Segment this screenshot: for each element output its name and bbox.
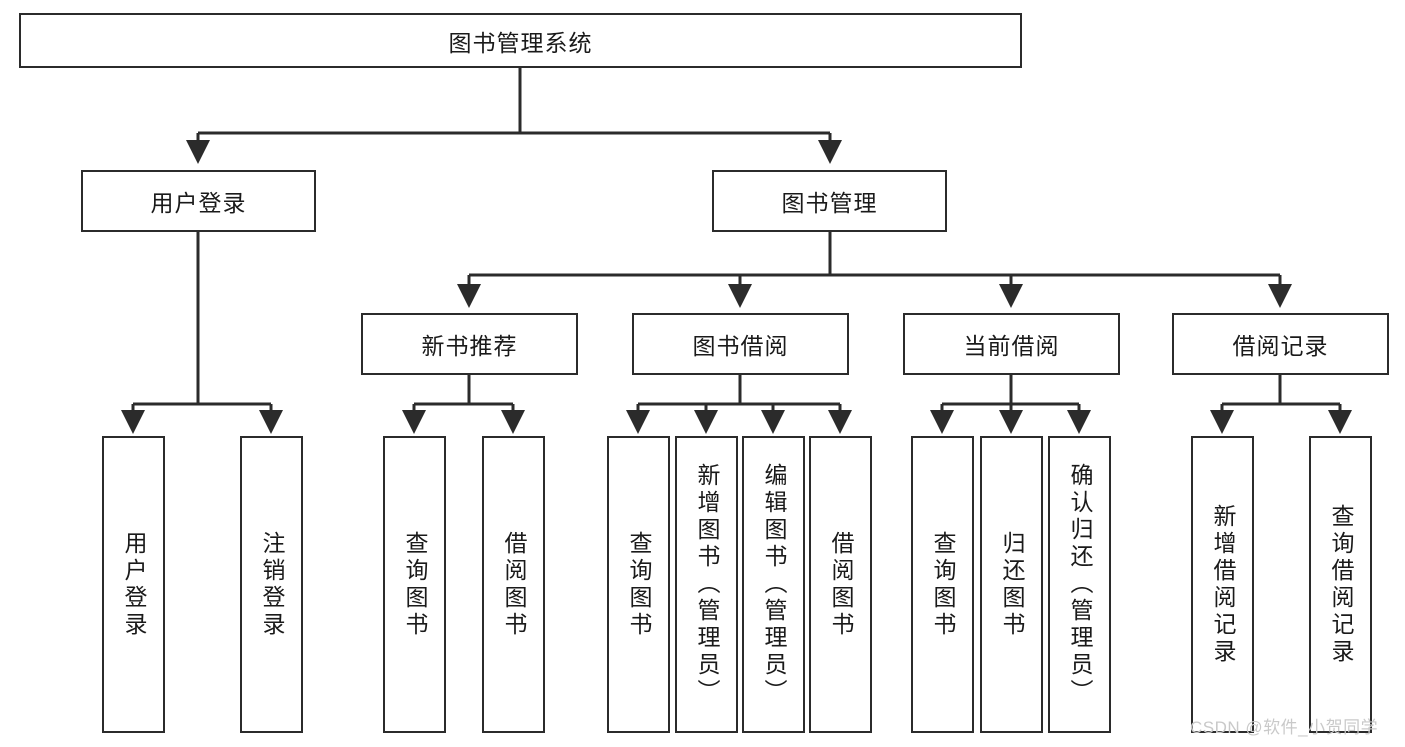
leaf-borrow-record-query-record-label: 查询借阅记录 [1328, 503, 1354, 666]
node-new-book-recommend[interactable]: 新书推荐 [361, 313, 578, 375]
leaf-user-login-login-label: 用户登录 [121, 530, 147, 639]
node-current-borrow[interactable]: 当前借阅 [903, 313, 1120, 375]
node-borrow-record-label: 借阅记录 [1232, 333, 1329, 359]
node-user-login-label: 用户登录 [150, 190, 247, 216]
leaf-current-borrow-confirm-return-label: 确认归还（管理员） [1067, 463, 1093, 706]
leaf-current-borrow-return-book[interactable]: 归还图书 [980, 436, 1043, 733]
leaf-new-book-borrow-book-label: 借阅图书 [501, 530, 527, 639]
node-root[interactable]: 图书管理系统 [19, 13, 1022, 68]
leaf-borrow-record-add-record[interactable]: 新增借阅记录 [1191, 436, 1254, 733]
node-book-borrow[interactable]: 图书借阅 [632, 313, 849, 375]
leaf-new-book-query-book[interactable]: 查询图书 [383, 436, 446, 733]
leaf-book-borrow-add-book-label: 新增图书（管理员） [694, 463, 720, 706]
node-book-borrow-label: 图书借阅 [692, 333, 789, 359]
leaf-book-borrow-add-book[interactable]: 新增图书（管理员） [675, 436, 738, 733]
node-new-book-recommend-label: 新书推荐 [421, 333, 518, 359]
leaf-book-borrow-edit-book[interactable]: 编辑图书（管理员） [742, 436, 805, 733]
leaf-borrow-record-query-record[interactable]: 查询借阅记录 [1309, 436, 1372, 733]
node-user-login[interactable]: 用户登录 [81, 170, 316, 232]
leaf-book-borrow-query-book-label: 查询图书 [626, 530, 652, 639]
leaf-book-borrow-edit-book-label: 编辑图书（管理员） [761, 463, 787, 706]
leaf-book-borrow-query-book[interactable]: 查询图书 [607, 436, 670, 733]
leaf-user-login-login[interactable]: 用户登录 [102, 436, 165, 733]
leaf-book-borrow-borrow-book-label: 借阅图书 [828, 530, 854, 639]
node-root-label: 图书管理系统 [448, 29, 593, 56]
leaf-current-borrow-query-book[interactable]: 查询图书 [911, 436, 974, 733]
node-current-borrow-label: 当前借阅 [963, 333, 1060, 359]
leaf-current-borrow-return-book-label: 归还图书 [999, 530, 1025, 639]
node-book-management-label: 图书管理 [781, 190, 878, 216]
node-borrow-record[interactable]: 借阅记录 [1172, 313, 1389, 375]
node-book-management[interactable]: 图书管理 [712, 170, 947, 232]
watermark-text: CSDN @软件_小贺同学 [1190, 718, 1379, 737]
leaf-current-borrow-query-book-label: 查询图书 [930, 530, 956, 639]
leaf-borrow-record-add-record-label: 新增借阅记录 [1210, 503, 1236, 666]
leaf-new-book-borrow-book[interactable]: 借阅图书 [482, 436, 545, 733]
leaf-new-book-query-book-label: 查询图书 [402, 530, 428, 639]
leaf-user-login-logout-label: 注销登录 [259, 530, 285, 639]
leaf-user-login-logout[interactable]: 注销登录 [240, 436, 303, 733]
leaf-current-borrow-confirm-return[interactable]: 确认归还（管理员） [1048, 436, 1111, 733]
leaf-book-borrow-borrow-book[interactable]: 借阅图书 [809, 436, 872, 733]
